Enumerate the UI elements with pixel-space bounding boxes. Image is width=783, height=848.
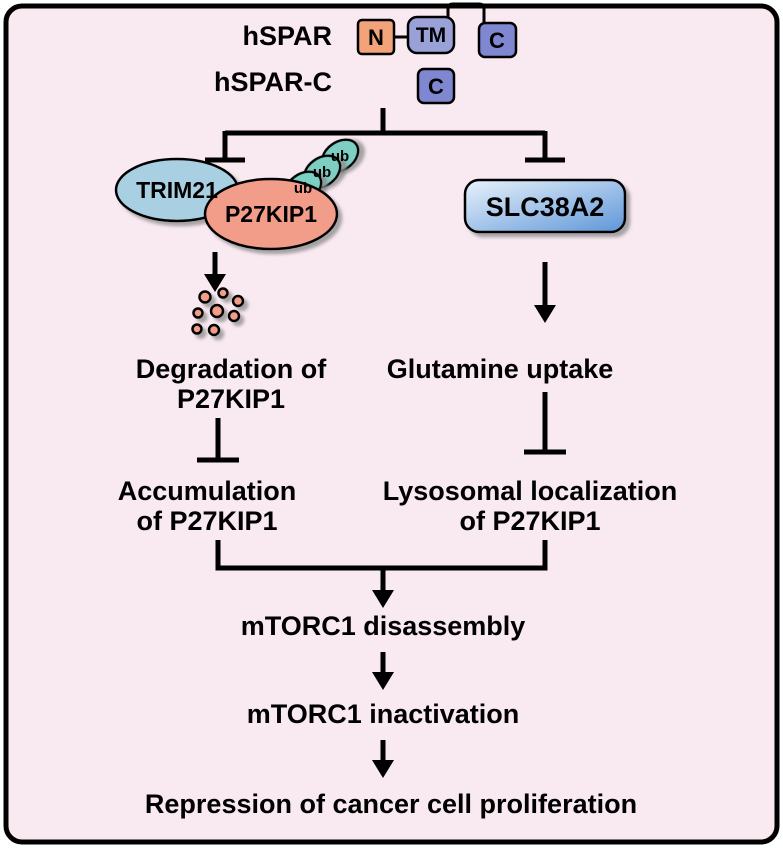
domain-tm-label: TM bbox=[416, 24, 446, 47]
glutamine-label: Glutamine uptake bbox=[387, 354, 614, 384]
domain-n-label: N bbox=[368, 25, 384, 50]
p27kip1-label: P27KIP1 bbox=[225, 201, 317, 227]
branch-lines bbox=[205, 108, 565, 163]
p27kip1-ellipse bbox=[203, 177, 339, 251]
glutamine-arrow-icon bbox=[534, 262, 556, 323]
accumulation-text-line2: of P27KIP1 bbox=[136, 506, 277, 536]
degradation-text-line1: Degradation of bbox=[136, 354, 328, 384]
degradation-arrow-icon bbox=[204, 252, 226, 292]
inactivation-label: mTORC1 inactivation bbox=[247, 699, 520, 729]
slc38a2-box bbox=[463, 178, 627, 234]
hspar-c-domain-label: C bbox=[428, 74, 444, 99]
degraded-dots bbox=[191, 287, 245, 337]
degradation-text-line2: P27KIP1 bbox=[177, 384, 285, 414]
domain-c-label: C bbox=[489, 28, 505, 53]
inactivation-arrow-icon bbox=[372, 652, 394, 690]
repression-label: Repression of cancer cell proliferation bbox=[145, 789, 637, 819]
ub-label-3: ub bbox=[331, 148, 349, 165]
lysosomal-text-line1: Lysosomal localization bbox=[383, 476, 678, 506]
tm-c-loop-line bbox=[446, 2, 486, 26]
lysosomal-text-line2: of P27KIP1 bbox=[459, 506, 600, 536]
repression-arrow-icon bbox=[372, 740, 394, 778]
mtorc1-arrow-icon bbox=[372, 566, 394, 608]
disassembly-label: mTORC1 disassembly bbox=[241, 611, 526, 641]
slc38a2-label: SLC38A2 bbox=[486, 192, 605, 222]
accumulation-inhibit-icon bbox=[197, 418, 239, 463]
hspar-label: hSPAR bbox=[242, 21, 332, 51]
lysosomal-inhibit-icon bbox=[524, 392, 566, 455]
ub-label-1: ub bbox=[294, 180, 312, 197]
ub-label-2: ub bbox=[313, 164, 331, 181]
hspar-c-domain-box bbox=[416, 67, 456, 105]
hspar-c-label: hSPAR-C bbox=[214, 67, 332, 97]
domain-tm-box bbox=[406, 15, 456, 55]
trim21-label: TRIM21 bbox=[136, 177, 218, 203]
domain-n-box bbox=[356, 18, 396, 56]
domain-c-box bbox=[477, 21, 518, 59]
accumulation-text-line1: Accumulation bbox=[118, 476, 297, 506]
